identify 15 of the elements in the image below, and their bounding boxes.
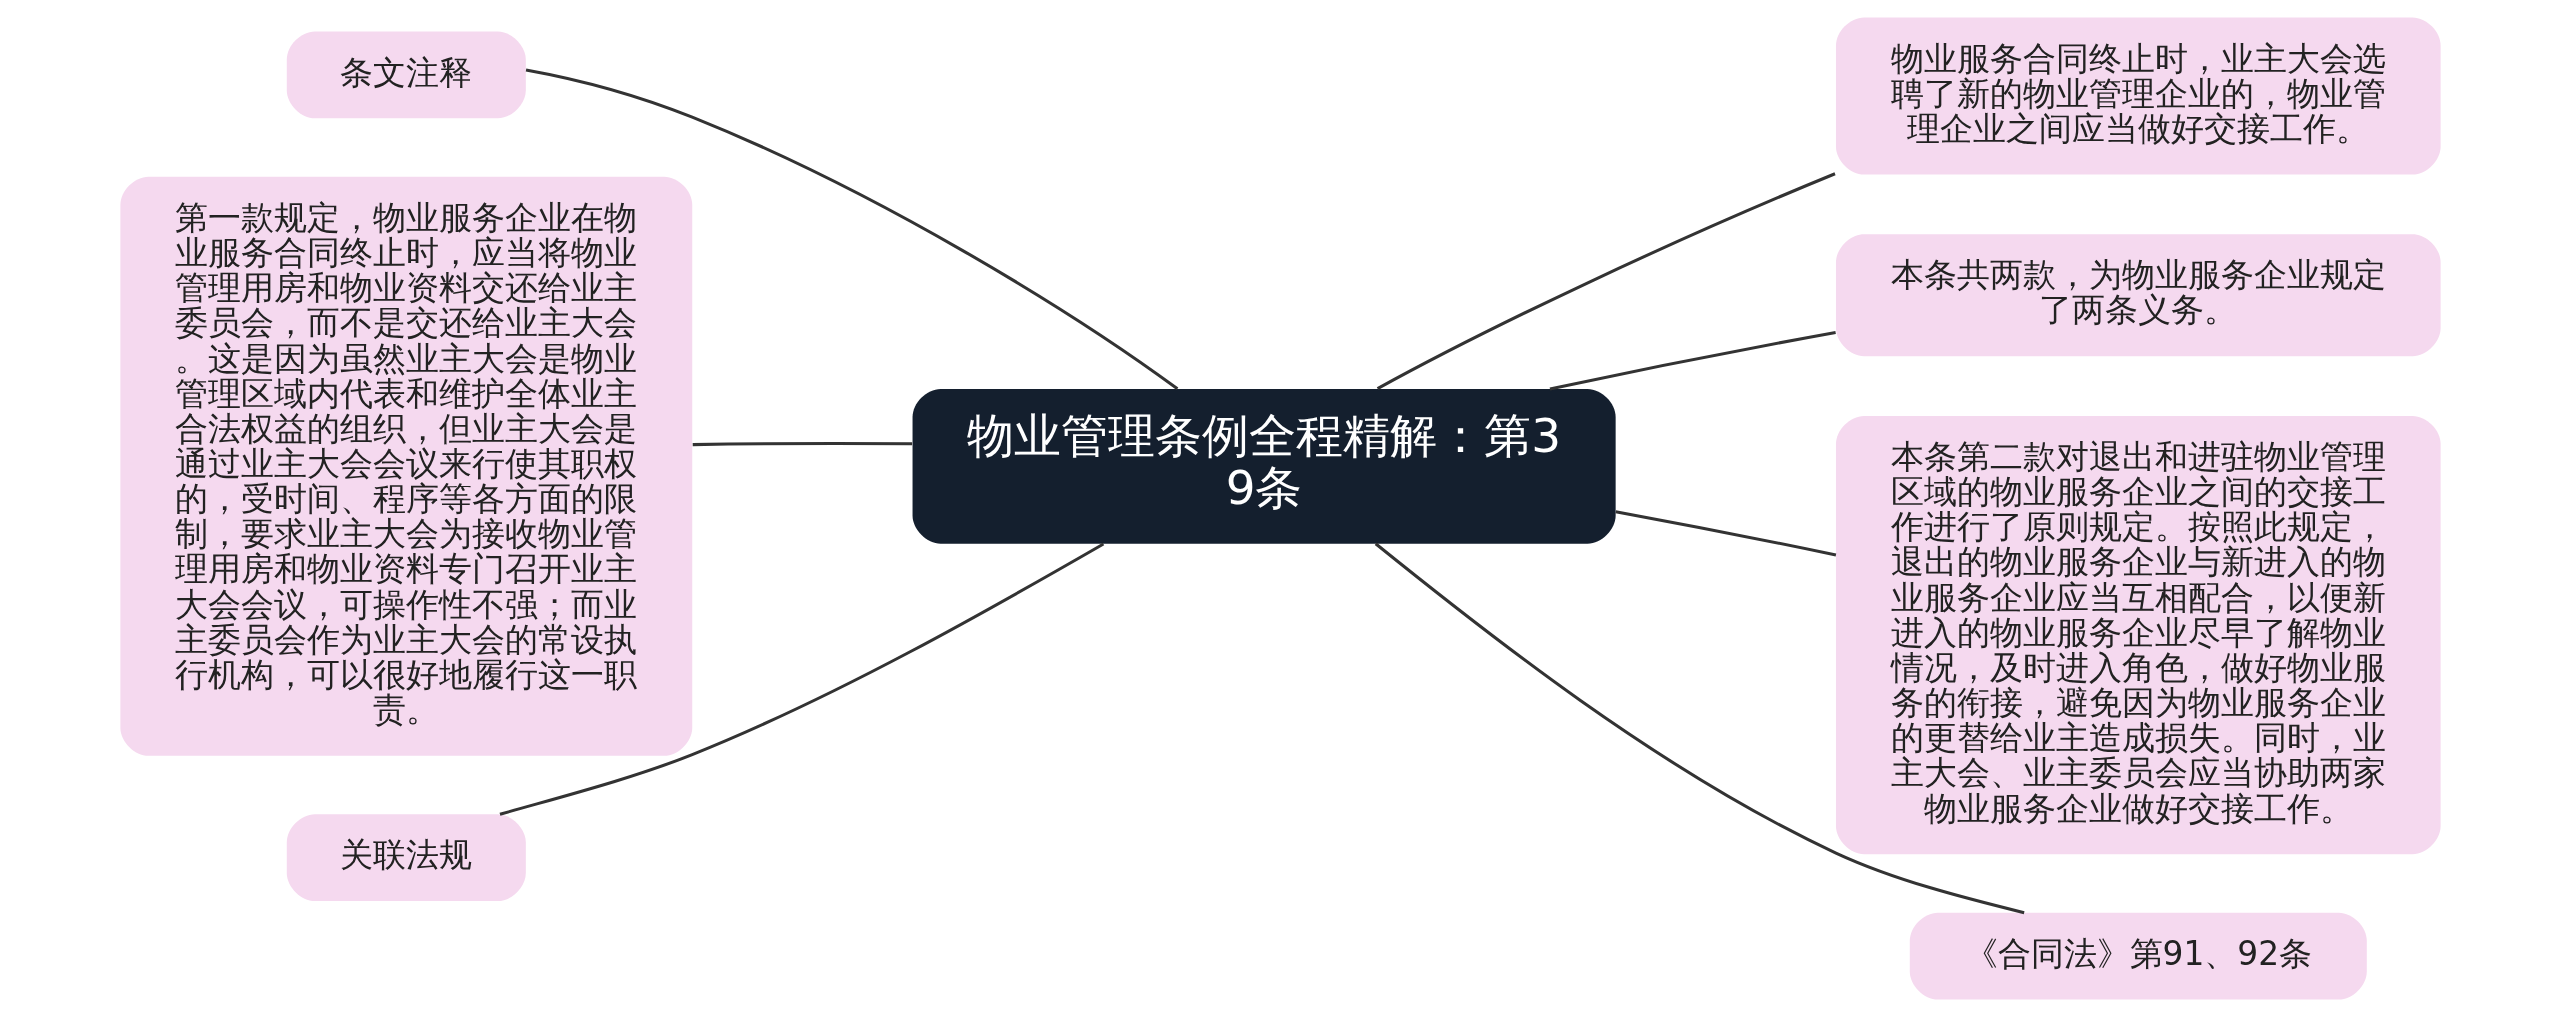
connector <box>1549 330 1836 391</box>
connector <box>692 441 912 447</box>
connector <box>1374 542 2024 915</box>
node-box: 第一款规定，物业服务企业在物业服务合同终止时，应当将物业管理用房和物业资料交还给业主委员会，而不是交还给业主大会。这是因为虽然业主大会是物业管理区域内代表和维护全体业主合法权益的组织，但业主大会是通过业主大会会议来行使其职权的，受时间、程序等各方面的限制，要求业主大会为接收物业管理用房和物业资料专门召开业主大会会议，可操作性不强；而业主委员会作为业主大会的常设执行机构，可以很好地履行这一职责。 <box>119 176 692 756</box>
node-box: 物业管理条例全程精解：第39条 <box>912 388 1616 544</box>
node-box: 条文注释 <box>286 31 526 119</box>
connector <box>1614 510 1836 557</box>
node-box: 关联法规 <box>286 814 526 902</box>
node-box: 本条共两款，为物业服务企业规定了两条义务。 <box>1835 234 2441 357</box>
connector <box>1376 172 1836 390</box>
connector <box>499 542 1104 816</box>
node-box: 物业服务合同终止时，业主大会选聘了新的物业管理企业的，物业管理企业之间应当做好交接工作。 <box>1835 17 2441 175</box>
node-box: 本条第二款对退出和进驻物业管理区域的物业服务企业之间的交接工作进行了原则规定。按照此规定，退出的物业服务企业与新进入的物业服务企业应当互相配合，以便新进入的物业服务企业尽早了解物业情况，及时进入角色，做好物业服务的衔接，避免因为物业服务企业的更替给业主造成损失。同时，业主大会、业主委员会应当协助两家物业服务企业做好交接工作。 <box>1835 415 2441 855</box>
node-box: 《合同法》第91、92条 <box>1909 912 2367 1000</box>
connector <box>525 68 1178 390</box>
